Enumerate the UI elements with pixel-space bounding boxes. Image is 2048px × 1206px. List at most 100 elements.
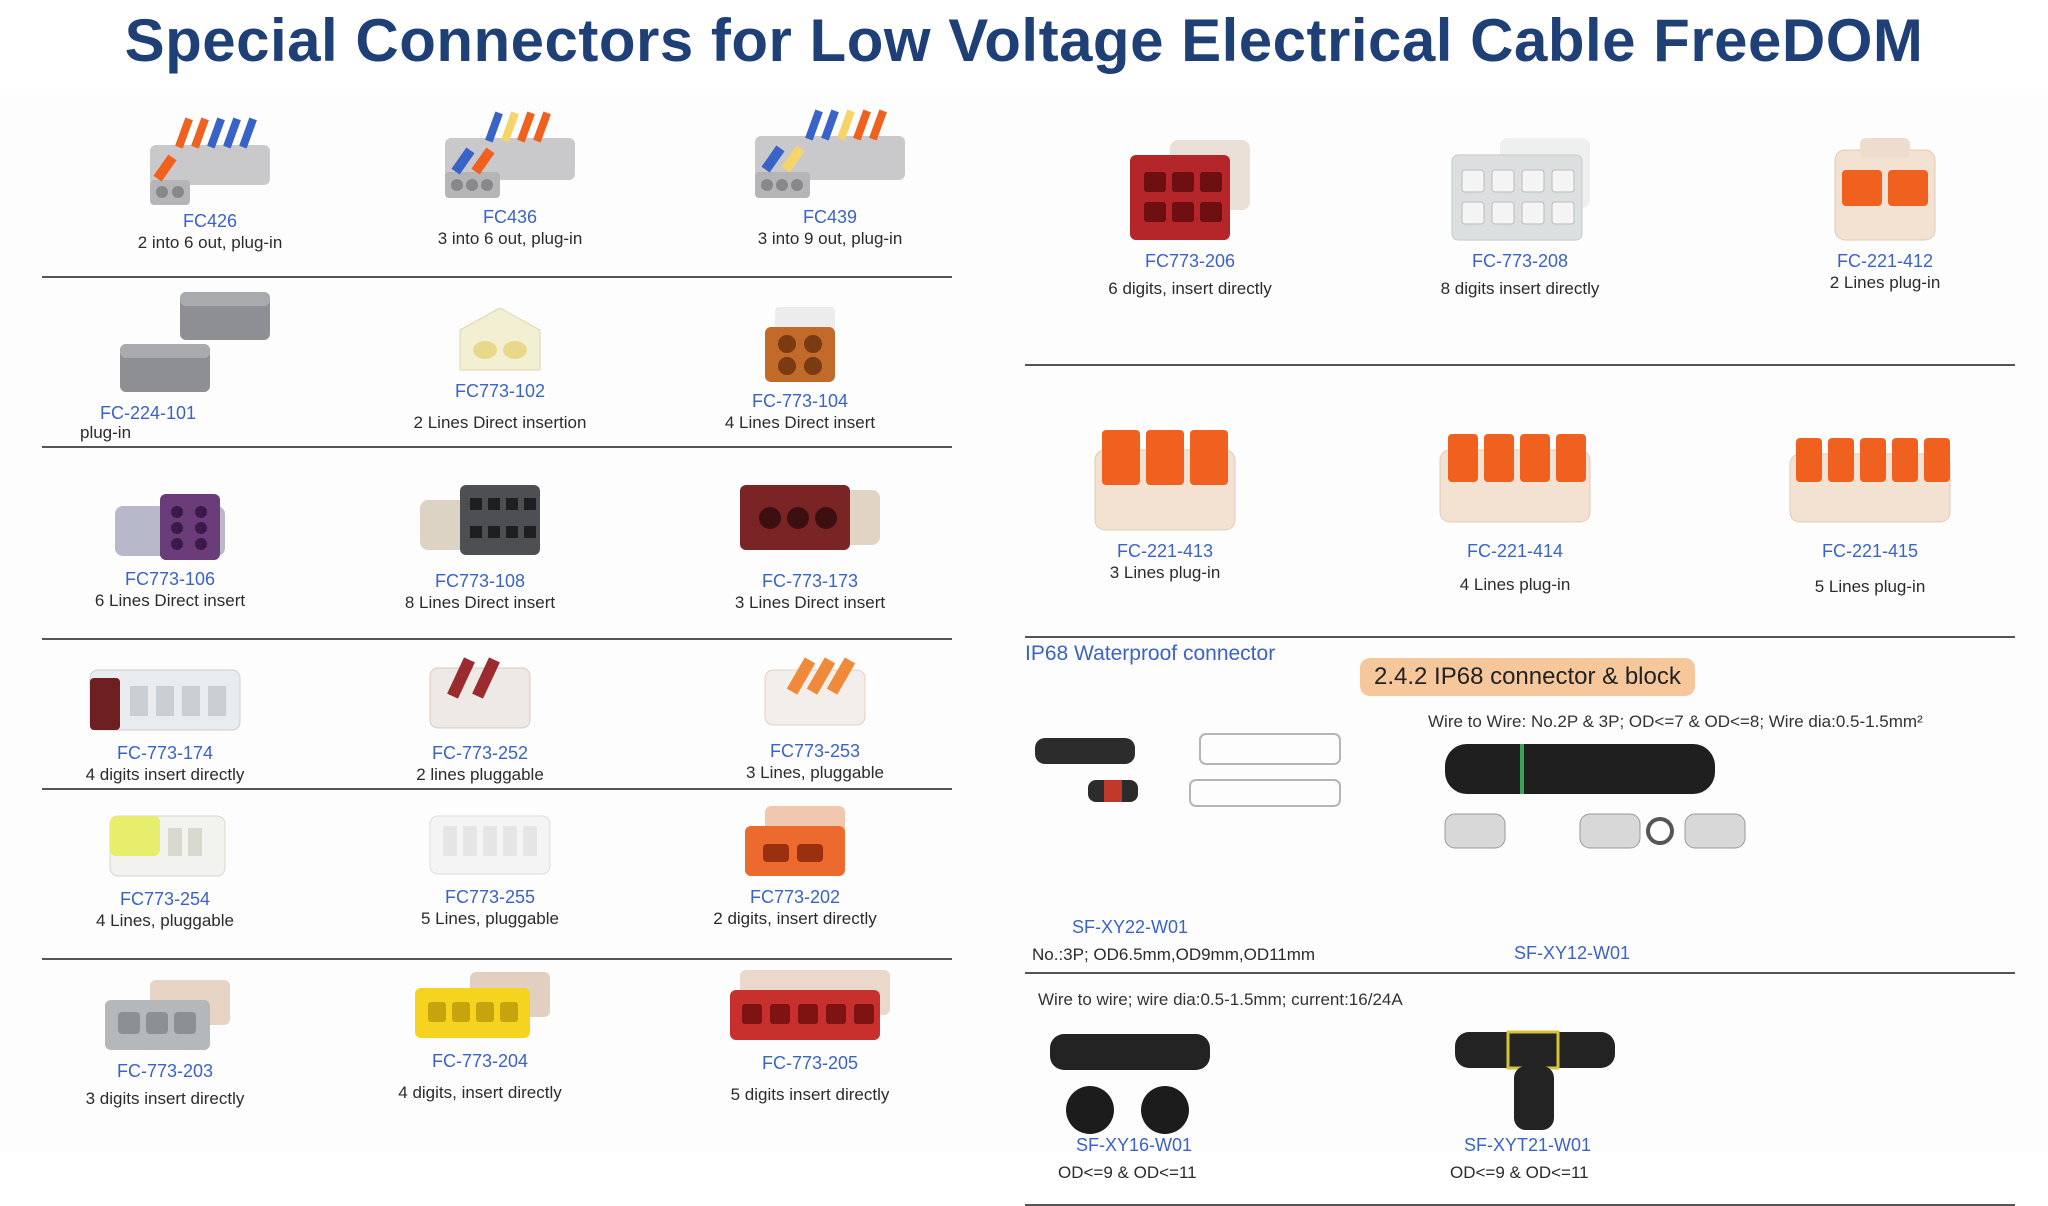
lever-connector-5-icon xyxy=(1789,438,1951,523)
grey-inline-connector-icon xyxy=(120,292,270,392)
orange-connector-2-icon xyxy=(745,806,845,876)
lever-connector-2-icon xyxy=(1834,138,1936,241)
product-code: FC773-106 xyxy=(124,569,216,589)
push-connector-6-icon xyxy=(115,494,225,560)
product-code: FC773-108 xyxy=(434,571,526,591)
product-desc: 2 lines pluggable xyxy=(416,765,544,784)
row-divider xyxy=(42,446,952,448)
product-code: FC773-102 xyxy=(454,381,546,401)
product-fc-773-204: FC-773-204 4 digits, insert directly xyxy=(330,960,630,1104)
product-code: FC-773-173 xyxy=(761,571,859,591)
sf-xy16-desc: OD<=9 & OD<=11 xyxy=(1058,1163,1197,1182)
product-fc-773-104: FC-773-104 4 Lines Direct insert xyxy=(650,302,950,434)
product-fc773-102: FC773-102 2 Lines Direct insertion xyxy=(350,300,650,434)
push-connector-3-icon xyxy=(740,485,880,550)
ip68-section-label: IP68 Waterproof connector xyxy=(1025,642,1276,665)
product-desc: 2 digits, insert directly xyxy=(713,909,877,928)
product-code: FC773-253 xyxy=(769,741,861,761)
product-desc: 2 Lines plug-in xyxy=(1829,273,1941,292)
product-fc-773-205: FC-773-205 5 digits insert directly xyxy=(660,960,960,1106)
product-fc773-106: FC773-106 6 Lines Direct insert xyxy=(20,486,320,612)
product-code: FC439 xyxy=(802,207,858,227)
product-fc-773-173: FC-773-173 3 Lines Direct insert xyxy=(660,470,960,614)
clear-connector-3-icon xyxy=(764,657,866,726)
product-desc: 8 digits insert directly xyxy=(1440,279,1600,298)
push-connector-8-icon xyxy=(420,485,540,555)
product-code: FC773-255 xyxy=(444,887,536,907)
sf-xy16-code: SF-XY16-W01 xyxy=(1076,1135,1193,1155)
product-desc: 4 digits, insert directly xyxy=(398,1083,562,1102)
product-desc: plug-in xyxy=(80,423,132,442)
red-connector-5-icon xyxy=(730,970,890,1040)
product-desc: 8 Lines Direct insert xyxy=(404,593,556,612)
product-code: FC-773-252 xyxy=(431,743,529,763)
product-fc-773-208: FC-773-208 8 digits insert directly xyxy=(1370,130,1670,300)
product-desc: 3 Lines Direct insert xyxy=(734,593,886,612)
product-fc-221-415: FC-221-415 5 Lines plug-in xyxy=(1720,420,2020,598)
product-fc439: FC439 3 into 9 out, plug-in xyxy=(680,106,980,250)
product-code: FC-773-203 xyxy=(116,1061,214,1081)
product-code: FC-773-204 xyxy=(431,1051,529,1071)
product-fc773-206: FC773-206 6 digits, insert directly xyxy=(1040,130,1340,300)
product-code: FC773-206 xyxy=(1144,251,1236,271)
product-fc436: FC436 3 into 6 out, plug-in xyxy=(360,106,660,250)
product-desc: 2 Lines Direct insertion xyxy=(413,413,587,432)
lever-connector-3-icon xyxy=(1094,430,1236,531)
row-divider xyxy=(42,638,952,640)
row-divider xyxy=(1025,636,2015,638)
clear-connector-5-icon xyxy=(429,815,551,875)
product-fc773-202: FC773-202 2 digits, insert directly xyxy=(645,796,945,930)
row-divider xyxy=(42,276,952,278)
product-desc: 6 Lines Direct insert xyxy=(94,591,246,610)
clear-connector-2-icon xyxy=(429,657,531,729)
row-divider xyxy=(42,788,952,790)
lever-connector-4-icon xyxy=(1439,434,1591,523)
product-code: FC436 xyxy=(482,207,538,227)
product-fc-221-414: FC-221-414 4 Lines plug-in xyxy=(1365,420,1665,596)
product-desc: 3 Lines, pluggable xyxy=(745,763,884,782)
product-desc: 4 digits insert directly xyxy=(85,765,245,784)
product-fc426: FC426 2 into 6 out, plug-in xyxy=(60,110,360,254)
lever-connector-3-6-icon xyxy=(445,111,575,198)
product-desc: 3 Lines plug-in xyxy=(1109,563,1221,582)
product-fc-221-412: FC-221-412 2 Lines plug-in xyxy=(1735,130,2035,294)
product-fc-221-413: FC-221-413 3 Lines plug-in xyxy=(1015,420,1315,584)
sf-xyt21-desc: OD<=9 & OD<=11 xyxy=(1450,1163,1589,1182)
product-desc: 3 into 9 out, plug-in xyxy=(757,229,903,248)
row-divider xyxy=(42,958,952,960)
lever-connector-3-9-icon xyxy=(755,109,905,198)
page-title: Special Connectors for Low Voltage Elect… xyxy=(124,7,1924,74)
sf-xyt21-code: SF-XYT21-W01 xyxy=(1464,1135,1592,1155)
row-divider xyxy=(1025,364,2015,366)
yellow-connector-4-icon xyxy=(415,972,550,1038)
product-fc773-255: FC773-255 5 Lines, pluggable xyxy=(340,796,640,930)
product-code: FC-221-412 xyxy=(1836,251,1934,271)
product-fc-224-101: FC-224-101 plug-in xyxy=(40,282,280,444)
product-fc773-108: FC773-108 8 Lines Direct insert xyxy=(330,470,630,614)
product-desc: 5 Lines plug-in xyxy=(1814,577,1926,596)
product-code: FC773-202 xyxy=(749,887,841,907)
product-desc: 4 Lines plug-in xyxy=(1459,575,1571,594)
ip68-badge: 2.4.2 IP68 connector & block xyxy=(1360,658,1695,696)
lever-connector-2-6-icon xyxy=(150,117,270,205)
product-fc773-253: FC773-253 3 Lines, pluggable xyxy=(665,650,965,784)
product-code: FC-221-415 xyxy=(1821,541,1919,561)
white-connector-8-icon xyxy=(1451,138,1590,241)
product-desc: 3 into 6 out, plug-in xyxy=(437,229,583,248)
push-connector-2-icon xyxy=(459,307,541,371)
sf-xy12-connector-icon xyxy=(1444,744,1746,849)
grey-connector-3-icon xyxy=(105,980,230,1050)
sf-xy22-code: SF-XY22-W01 xyxy=(1072,917,1189,937)
red-connector-6-icon xyxy=(1130,140,1250,240)
wire-to-wire-note: Wire to Wire: No.2P & 3P; OD<=7 & OD<=8;… xyxy=(1428,712,1923,731)
product-code: FC-221-414 xyxy=(1466,541,1564,561)
product-code: FC-773-174 xyxy=(116,743,214,763)
wire-current-note: Wire to wire; wire dia:0.5-1.5mm; curren… xyxy=(1038,990,1403,1009)
product-code: FC773-254 xyxy=(119,889,211,909)
product-desc: 4 Lines, pluggable xyxy=(95,911,234,930)
sf-xy22-desc: No.:3P; OD6.5mm,OD9mm,OD11mm xyxy=(1032,945,1316,964)
product-fc-773-203: FC-773-203 3 digits insert directly xyxy=(15,970,315,1110)
product-desc: 5 digits insert directly xyxy=(730,1085,890,1104)
product-desc: 3 digits insert directly xyxy=(85,1089,245,1108)
product-desc: 2 into 6 out, plug-in xyxy=(137,233,283,252)
